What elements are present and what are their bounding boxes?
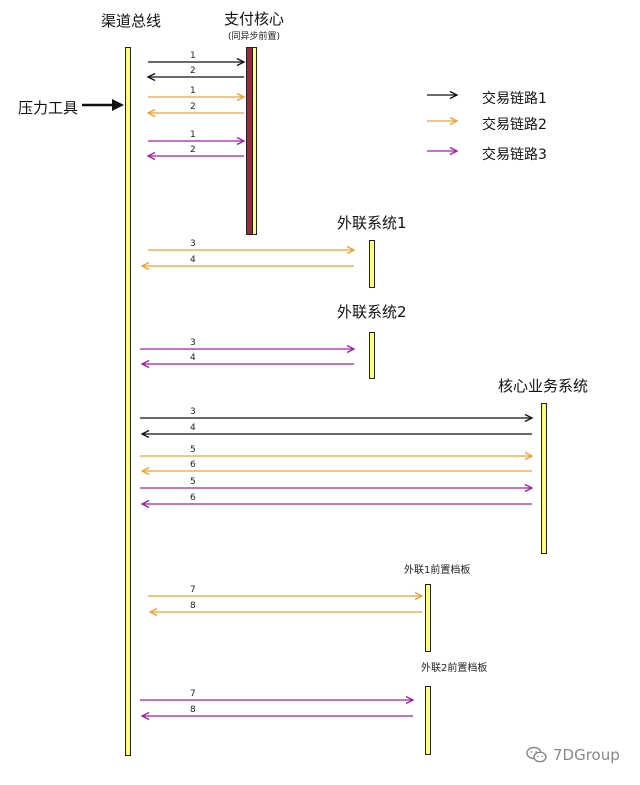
message-arrow: 2 — [146, 66, 244, 82]
message-arrow: 4 — [140, 255, 354, 271]
core-business-title: 核心业务系统 — [498, 377, 589, 395]
payment-core-title: 支付核心 — [224, 10, 285, 28]
external-2-mock-title: 外联2前置档板 — [421, 663, 488, 674]
external-2-title: 外联系统2 — [337, 303, 407, 321]
core-business-lifeline — [541, 403, 547, 554]
message-arrow: 4 — [140, 423, 532, 439]
message-number: 2 — [190, 66, 196, 76]
arrowhead — [346, 245, 356, 255]
external-2-lifeline — [369, 332, 375, 379]
message-arrow: 1 — [148, 130, 246, 146]
message-number: 1 — [190, 86, 196, 96]
message-arrow: 1 — [148, 51, 246, 67]
arrowhead — [146, 108, 156, 118]
message-number: 8 — [190, 601, 196, 611]
message-arrow: 6 — [140, 493, 532, 509]
message-arrow: 2 — [146, 145, 244, 161]
message-number: 7 — [190, 689, 196, 699]
channel-bus-title: 渠道总线 — [101, 12, 162, 30]
arrowhead — [524, 451, 534, 461]
message-arrow: 3 — [140, 338, 356, 354]
payment-core-lifeline — [246, 47, 257, 235]
message-number: 7 — [190, 585, 196, 595]
arrowhead — [140, 261, 150, 271]
message-arrow: 7 — [140, 689, 415, 705]
legend-label-3: 交易链路3 — [482, 147, 547, 163]
pressure-tool-label: 压力工具 — [18, 99, 79, 117]
message-arrow: 5 — [140, 477, 534, 493]
message-arrow: 2 — [146, 102, 244, 118]
channel-bus-lifeline — [125, 47, 131, 756]
arrowhead — [346, 344, 356, 354]
arrowhead — [148, 607, 158, 617]
message-number: 6 — [190, 493, 196, 503]
message-number: 3 — [190, 338, 196, 348]
message-arrow: 3 — [148, 239, 356, 255]
message-number: 3 — [190, 239, 196, 249]
pressure-tool-arrowhead — [112, 99, 124, 111]
watermark: 7DGroup — [526, 746, 620, 764]
message-number: 6 — [190, 460, 196, 470]
external-1-mock-lifeline — [425, 584, 431, 652]
external-2-mock-lifeline — [425, 686, 431, 755]
arrowhead — [140, 359, 150, 369]
message-number: 4 — [190, 423, 196, 433]
payment-core-note: (同异步前置) — [228, 32, 281, 42]
message-arrow: 6 — [140, 460, 532, 476]
message-number: 1 — [190, 51, 196, 61]
message-arrow: 7 — [148, 585, 424, 601]
message-number: 1 — [190, 130, 196, 140]
arrowhead — [140, 466, 150, 476]
arrowhead — [236, 136, 246, 146]
arrowhead — [140, 429, 150, 439]
external-1-lifeline — [369, 240, 375, 288]
external-1-mock-title: 外联1前置档板 — [404, 565, 471, 576]
legend-label-1: 交易链路1 — [482, 91, 547, 107]
external-1-title: 外联系统1 — [337, 214, 407, 232]
message-arrow: 4 — [140, 353, 354, 369]
legend-label-2: 交易链路2 — [482, 117, 547, 133]
message-arrow: 8 — [148, 601, 422, 617]
arrowhead — [524, 483, 534, 493]
message-arrow: 3 — [140, 407, 534, 423]
wechat-icon — [526, 746, 547, 763]
message-number: 2 — [190, 102, 196, 112]
legend-arrowhead — [449, 146, 459, 156]
arrowhead — [524, 413, 534, 423]
message-arrow: 1 — [148, 86, 246, 102]
message-arrow: 5 — [140, 445, 534, 461]
legend-arrowhead — [449, 116, 459, 126]
message-number: 4 — [190, 255, 196, 265]
message-arrow: 8 — [140, 705, 413, 721]
arrowhead — [236, 92, 246, 102]
arrowhead — [146, 151, 156, 161]
arrowhead — [140, 499, 150, 509]
message-number: 8 — [190, 705, 196, 715]
message-number: 3 — [190, 407, 196, 417]
message-number: 4 — [190, 353, 196, 363]
legend-arrowhead — [449, 90, 459, 100]
arrowhead — [140, 711, 150, 721]
message-number: 5 — [190, 445, 196, 455]
message-number: 2 — [190, 145, 196, 155]
arrowhead — [146, 72, 156, 82]
arrowhead — [414, 591, 424, 601]
message-number: 5 — [190, 477, 196, 487]
watermark-text: 7DGroup — [553, 746, 620, 764]
arrowhead — [236, 57, 246, 67]
arrowhead — [405, 695, 415, 705]
